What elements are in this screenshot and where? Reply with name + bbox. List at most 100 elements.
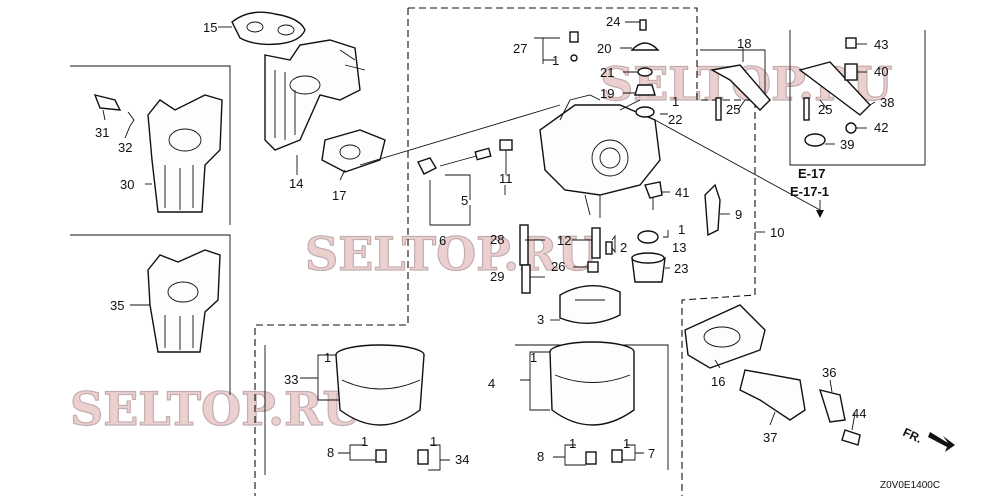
- main-frame-outline: [408, 7, 756, 496]
- float-3-drawing: [559, 284, 621, 324]
- gasket-15-drawing: [231, 11, 306, 46]
- label-26: 26: [551, 259, 565, 274]
- bolt-44-drawing: [841, 429, 861, 446]
- label-41: 41: [675, 185, 689, 200]
- label-39: 39: [840, 137, 854, 152]
- screw-34-drawing: [417, 449, 429, 465]
- spring-9-drawing: [704, 183, 721, 237]
- label-34: 34: [455, 452, 469, 467]
- label-24: 24: [606, 14, 620, 29]
- clip-36-drawing: [818, 389, 846, 423]
- label-35: 35: [110, 298, 124, 313]
- gasket-17-drawing: [321, 129, 386, 173]
- label-8-left: 8: [327, 445, 334, 460]
- bolt-43-drawing: [845, 37, 857, 49]
- label-36: 36: [822, 365, 836, 380]
- ref-arrow-drawing: [816, 200, 824, 218]
- leader-lines: [102, 21, 876, 471]
- label-1-bowl4: 1: [530, 350, 537, 365]
- label-1-7: 1: [623, 436, 630, 451]
- label-31: 31: [95, 125, 109, 140]
- label-11: 11: [499, 171, 513, 186]
- pin-32-drawing: [127, 111, 135, 127]
- bowl-33-drawing: [335, 344, 425, 426]
- bowl-4-drawing: [549, 341, 635, 426]
- main-frame-left: [254, 8, 409, 496]
- nut-42-drawing: [845, 122, 857, 134]
- lever-18-drawing: [709, 64, 771, 121]
- label-29: 29: [490, 269, 504, 284]
- screw-7-drawing: [611, 449, 623, 463]
- label-6: 6: [439, 233, 446, 248]
- jet-2-drawing: [605, 241, 613, 255]
- screw-27-drawing: [569, 31, 579, 62]
- jet-12-drawing: [591, 227, 601, 259]
- group-frames: [70, 7, 926, 496]
- screw-11-drawing: [499, 139, 513, 165]
- label-20: 20: [597, 41, 611, 56]
- jet-column-drawing: [630, 19, 660, 118]
- bracket-37-drawing: [739, 369, 806, 421]
- label-27: 27: [513, 41, 527, 56]
- label-1-top: 1: [672, 94, 679, 109]
- label-19: 19: [600, 86, 614, 101]
- frame-lever-38: [789, 30, 926, 166]
- label-18: 18: [737, 36, 751, 51]
- label-3: 3: [537, 312, 544, 327]
- label-38: 38: [880, 95, 894, 110]
- carburetor-body-drawing: [539, 94, 661, 218]
- label-17: 17: [332, 188, 346, 203]
- label-10: 10: [770, 225, 784, 240]
- fr-arrow-icon: [928, 432, 955, 452]
- label-21: 21: [600, 65, 614, 80]
- label-37: 37: [763, 430, 777, 445]
- screw-5-6-drawing: [417, 147, 492, 175]
- label-30: 30: [120, 177, 134, 192]
- label-22: 22: [668, 112, 682, 127]
- label-1-34: 1: [430, 434, 437, 449]
- lever-38-drawing: [798, 61, 871, 121]
- label-23: 23: [674, 261, 688, 276]
- label-9: 9: [735, 207, 742, 222]
- label-1-8-left: 1: [361, 434, 368, 449]
- label-1-8-right: 1: [569, 436, 576, 451]
- label-44: 44: [852, 406, 866, 421]
- bracket-14-drawing: [264, 39, 366, 151]
- screw-8-left-drawing: [375, 449, 387, 463]
- label-1-bowl33: 1: [324, 350, 331, 365]
- label-43: 43: [874, 37, 888, 52]
- label-4: 4: [488, 376, 495, 391]
- label-25-right: 25: [818, 102, 832, 117]
- label-16: 16: [711, 374, 725, 389]
- label-1-13: 1: [678, 222, 685, 237]
- label-25-left: 25: [726, 102, 740, 117]
- label-42: 42: [874, 120, 888, 135]
- bracket-30-drawing: [147, 94, 223, 213]
- spring-39-drawing: [804, 133, 826, 147]
- pin-29-drawing: [521, 264, 531, 294]
- bracket-35-drawing: [147, 249, 221, 353]
- label-28: 28: [490, 232, 504, 247]
- label-32: 32: [118, 140, 132, 155]
- nut-40-drawing: [844, 63, 858, 81]
- float-23-drawing: [631, 252, 666, 283]
- frame-bracket-35: [70, 234, 231, 395]
- label-40: 40: [874, 64, 888, 79]
- pin-28-drawing: [519, 224, 529, 266]
- label-14: 14: [289, 176, 303, 191]
- screw-8-right-drawing: [585, 451, 597, 465]
- label-33: 33: [284, 372, 298, 387]
- nozzle-26-drawing: [587, 261, 599, 273]
- diagram-code: Z0V0E1400C: [880, 480, 940, 491]
- label-8-right: 8: [537, 449, 544, 464]
- ref-e17: E-17: [798, 166, 825, 181]
- frame-bracket-30: [70, 65, 231, 225]
- watermark-layer: SELTOP.RU SELTOP.RU SELTOP.RU: [69, 56, 893, 436]
- part-labels: 15 14 17 31 32 30 35 24 20 21 19 1 22 27…: [95, 14, 940, 491]
- frame-lever-18: [700, 49, 766, 95]
- label-12: 12: [557, 233, 571, 248]
- label-1-27: 1: [552, 53, 559, 68]
- label-2: 2: [620, 240, 627, 255]
